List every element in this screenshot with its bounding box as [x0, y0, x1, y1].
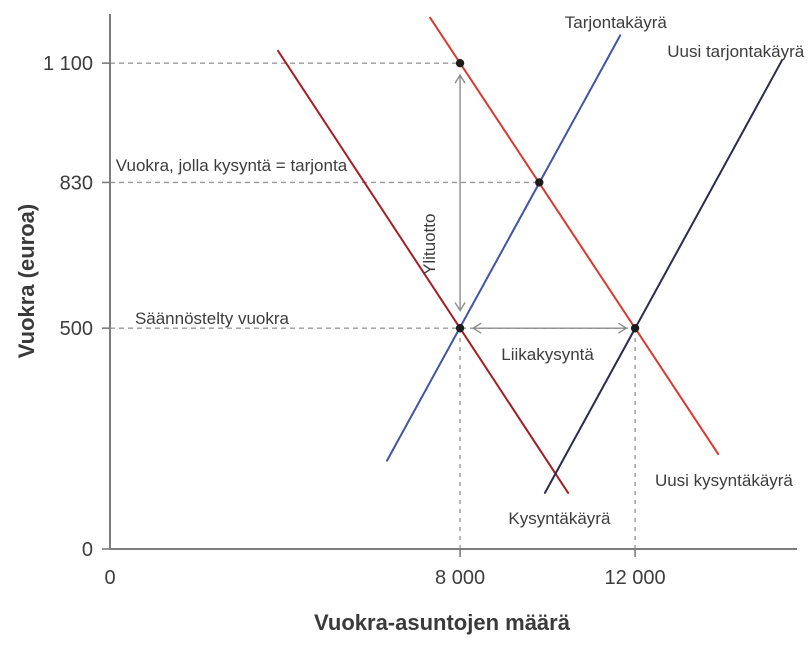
new-demand-curve	[429, 16, 720, 456]
x-tick-label-8000: 8 000	[435, 567, 485, 589]
x-tick-label-12000: 12 000	[605, 567, 666, 589]
y-tick-label-500: 500	[60, 318, 93, 340]
liikakysynta-arrow-head-start	[471, 322, 482, 334]
supply-curve	[385, 34, 622, 462]
x-axis-title: Vuokra-asuntojen määrä	[314, 610, 570, 635]
regulated-rent-point	[455, 323, 465, 333]
new-supply-curve	[543, 59, 784, 494]
ylituotto-arrow-head-start	[454, 302, 466, 312]
y-tick-label-830: 830	[60, 172, 93, 194]
market-equilibrium-point	[535, 178, 544, 187]
y-tick-label-0: 0	[82, 539, 93, 561]
y-axis-title: Vuokra (euroa)	[14, 203, 39, 359]
new-supply-curve-label: Uusi tarjontakäyrä	[667, 42, 805, 61]
regulated-rent-label: Säännöstelty vuokra	[135, 309, 290, 328]
ylituotto-arrow-head-end	[454, 73, 466, 84]
new-demand-curve-label: Uusi kysyntäkäyrä	[655, 471, 793, 490]
y-tick-label-1100: 1 100	[43, 53, 93, 75]
demand-curve	[277, 49, 570, 494]
x-tick-label-0: 0	[104, 567, 115, 589]
long-run-equilibrium-point	[630, 323, 640, 333]
ylituotto-label: Ylituotto	[420, 214, 439, 275]
liikakysynta-label: Liikakysyntä	[501, 345, 594, 364]
equilibrium-rent-label: Vuokra, jolla kysyntä = tarjonta	[116, 156, 348, 175]
demand-curve-label: Kysyntäkäyrä	[508, 509, 611, 528]
liikakysynta-arrow-head-end	[617, 322, 628, 334]
supply-curve-label: Tarjontakäyrä	[565, 13, 668, 32]
excess-profit-top-point	[455, 58, 465, 68]
